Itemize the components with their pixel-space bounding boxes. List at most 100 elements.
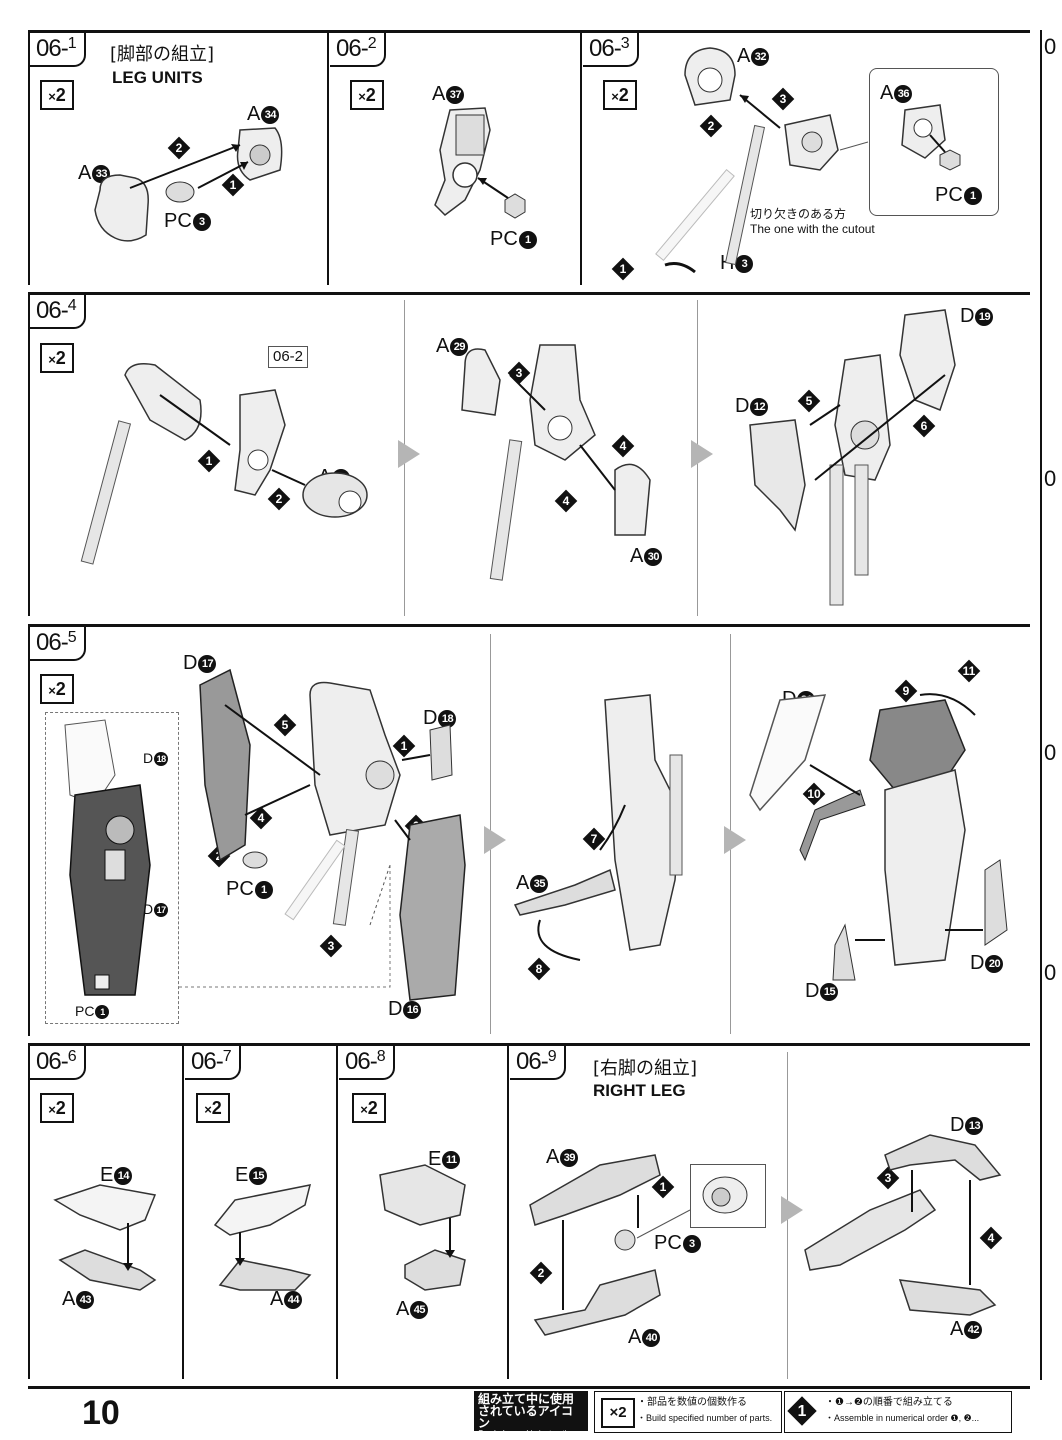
step-06-4-label: 06-4 [30,295,86,329]
order-marker-6: 6 [912,414,936,438]
step-06-4-illustration-c [749,309,956,606]
next-page-tab-2: 0 [1044,466,1057,491]
next-page-edge [1040,30,1042,1380]
row3-left-border [28,624,30,1036]
legend-count-icon: ×2 [601,1398,635,1428]
order-marker-5: 5 [797,389,821,413]
step-06-4-illustration-a [80,363,368,565]
step-06-6-illustration [53,1184,157,1291]
step-06-3-quantity: ×2 [603,80,637,110]
row1-divider-1 [327,30,329,285]
next-substep-arrow [484,826,506,854]
step-06-5-illustration-c [749,693,1008,981]
order-marker-7: 7 [582,827,606,851]
page-number: 10 [82,1394,120,1432]
legend-order-icon: 1 [787,1396,817,1426]
step-06-6-quantity: ×2 [40,1093,74,1123]
step-06-4-illustration-b [461,344,651,581]
order-marker-4: 4 [249,806,273,830]
order-marker-2: 2 [529,1261,553,1285]
step-06-2-quantity: ×2 [350,80,384,110]
row1-left-border [28,30,30,285]
next-page-tab-1: 0 [1044,34,1057,59]
step-06-1-title-en: LEG UNITS [112,68,203,87]
step-06-9-title-en: RIGHT LEG [593,1081,686,1100]
next-substep-arrow [691,440,713,468]
step-06-5-inset-illustration [64,719,151,996]
next-page-tab-4: 0 [1044,960,1057,985]
step-06-1-quantity: ×2 [40,80,74,110]
cutout-note-en: The one with the cutout [750,222,875,236]
step-prefix: 06- [36,35,69,62]
order-marker-1: 1 [221,173,245,197]
step-06-7-quantity: ×2 [196,1093,230,1123]
footer-rule [28,1386,1030,1389]
next-page-tab-3: 0 [1044,740,1057,765]
step-06-5-cutaway-inset [45,712,179,1024]
row4-top-rule [28,1043,1030,1046]
step-06-7-illustration [213,1184,312,1291]
step-06-2-label: 06-2 [330,33,386,67]
step-06-8-quantity: ×2 [352,1093,386,1123]
legend-count-en: ・Build specified number of parts. [637,1413,773,1423]
next-substep-arrow [781,1196,803,1224]
step-06-9-title-jp: [右脚の組立] [593,1058,698,1079]
order-marker-3: 3 [771,87,795,111]
row4-left-border [28,1043,30,1379]
legend-count-item: ×2 ・部品を数値の個数作る ・Build specified number o… [594,1391,782,1433]
row2-left-border [28,292,30,616]
step-06-5-illustration-a [178,668,466,1001]
order-marker-3: 3 [876,1166,900,1190]
order-marker-1: 1 [611,257,635,281]
step-06-8-illustration [379,1164,466,1291]
row4-divider-2 [336,1043,338,1379]
order-marker-2: 2 [167,136,191,160]
order-marker-3: 3 [319,934,343,958]
step-06-5-label: 06-5 [30,627,86,661]
order-marker-2: 2 [267,487,291,511]
step-06-5-illustration-b [513,694,683,961]
reference-06-2-tag: 06-2 [268,346,309,368]
step-06-7-label: 06-7 [185,1046,241,1080]
order-marker-3: 3 [507,361,531,385]
step-06-5-quantity: ×2 [40,674,74,704]
row4-divider-3 [507,1043,509,1379]
row1-divider-2 [580,30,582,285]
order-marker-4b: 4 [554,489,578,513]
order-marker-5: 5 [273,713,297,737]
step-06-2-illustration [434,107,526,219]
legend-order-en: ・Assemble in numerical order ❶, ❷... [825,1413,980,1423]
step-06-9-label: 06-9 [510,1046,566,1080]
step-06-3-detail-inset [869,68,999,216]
step-06-3-label: 06-3 [583,33,639,67]
legend-title-en: Symbols used in instructions [478,1429,580,1438]
step-06-9-illustration-a [529,1154,748,1336]
order-marker-1: 1 [392,734,416,758]
order-marker-11: 11 [957,659,981,683]
